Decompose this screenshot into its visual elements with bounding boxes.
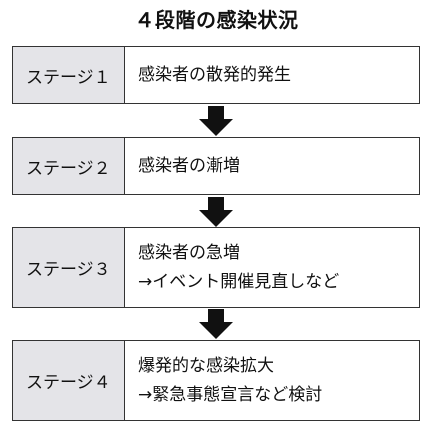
stage-1-box: ステージ１ 感染者の散発的発生 [12, 46, 420, 104]
stage-4-line-1: 爆発的な感染拡大 [138, 355, 274, 376]
stage-4-line-2: →緊急事態宣言など検討 [138, 384, 323, 405]
diagram-title: ４段階の感染状況 [134, 8, 299, 32]
stage-1-label: ステージ１ [13, 47, 125, 103]
stage-3-description: 感染者の急増 →イベント開催見直しなど [125, 228, 419, 307]
arrow-down-icon [199, 197, 233, 227]
stage-4-box: ステージ４ 爆発的な感染拡大 →緊急事態宣言など検討 [12, 340, 420, 421]
stage-2-line-1: 感染者の漸増 [138, 155, 240, 176]
arrow-down-icon [199, 106, 233, 136]
stage-2-box: ステージ２ 感染者の漸増 [12, 137, 420, 195]
stage-1-line-1: 感染者の散発的発生 [138, 64, 291, 85]
stage-3-label: ステージ３ [13, 228, 125, 307]
stage-4-description: 爆発的な感染拡大 →緊急事態宣言など検討 [125, 341, 419, 420]
stage-3-box: ステージ３ 感染者の急増 →イベント開催見直しなど [12, 227, 420, 308]
stage-4-label: ステージ４ [13, 341, 125, 420]
arrow-down-icon [199, 309, 233, 339]
stage-3-line-1: 感染者の急増 [138, 242, 240, 263]
stage-3-line-2: →イベント開催見直しなど [138, 271, 340, 292]
stage-2-description: 感染者の漸増 [125, 138, 419, 194]
stage-1-description: 感染者の散発的発生 [125, 47, 419, 103]
stage-2-label: ステージ２ [13, 138, 125, 194]
